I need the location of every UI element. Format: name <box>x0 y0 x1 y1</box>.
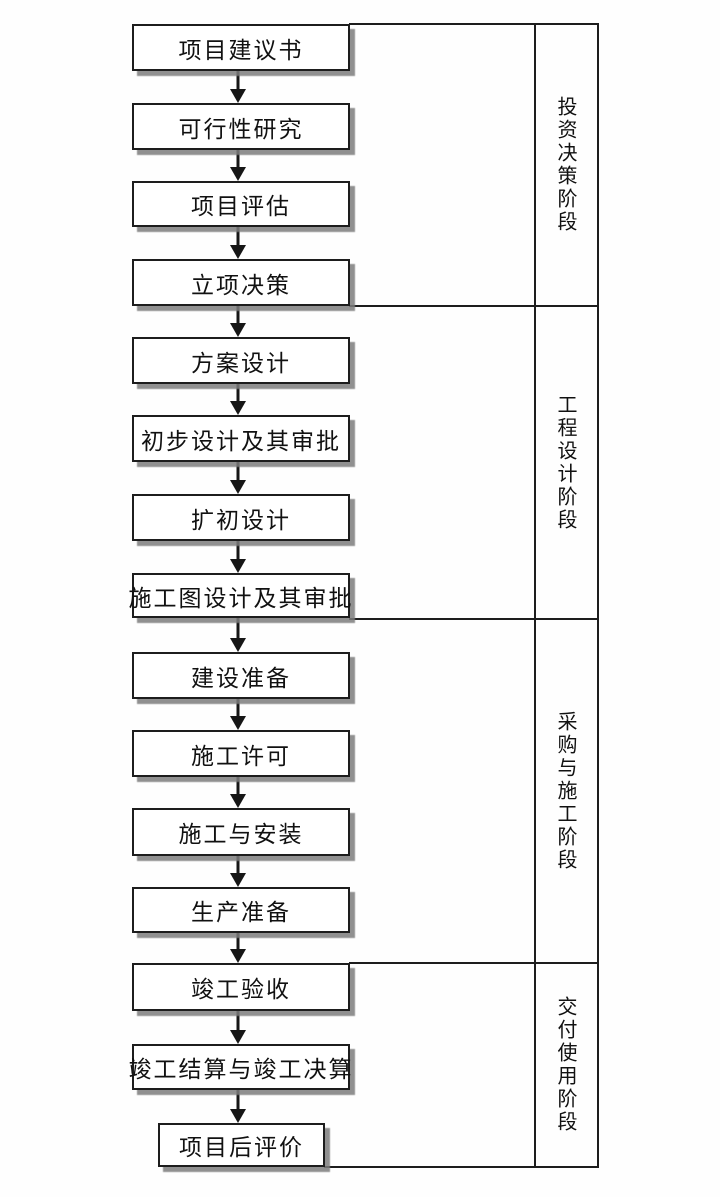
arrow-stem <box>236 382 240 403</box>
flow-arrow-down <box>228 1088 248 1123</box>
flow-step-label: 立项决策 <box>191 272 291 299</box>
phase-column <box>534 24 599 1167</box>
flow-step-label: 施工许可 <box>191 743 291 770</box>
phase-divider-line <box>349 618 599 620</box>
arrow-head-down-icon <box>230 949 246 963</box>
flow-step-box-13: 竣工验收 <box>132 963 350 1011</box>
flow-step-label: 项目建议书 <box>178 37 304 64</box>
flow-step-box-14: 竣工结算与竣工决算 <box>129 1044 352 1090</box>
arrow-stem <box>236 616 240 640</box>
arrow-stem <box>236 854 240 875</box>
flow-step-box-6: 初步设计及其审批 <box>132 415 350 462</box>
flow-step-label: 施工图设计及其审批 <box>128 585 354 612</box>
arrow-head-down-icon <box>230 794 246 808</box>
arrow-stem <box>236 697 240 718</box>
flow-arrow-down <box>228 616 248 652</box>
flow-arrow-down <box>228 225 248 259</box>
phase-label: 投资决策阶段 <box>554 96 578 234</box>
flow-step-box-1: 项目建议书 <box>132 24 350 71</box>
flow-arrow-down <box>228 304 248 337</box>
arrow-head-down-icon <box>230 559 246 573</box>
arrow-head-down-icon <box>230 401 246 415</box>
flow-step-box-7: 扩初设计 <box>132 494 350 541</box>
flow-step-label: 可行性研究 <box>178 116 304 143</box>
phase-region-2: 工程设计阶段 <box>534 306 599 619</box>
arrow-head-down-icon <box>230 1109 246 1123</box>
arrow-head-down-icon <box>230 323 246 337</box>
arrow-stem <box>236 148 240 169</box>
arrow-stem <box>236 775 240 796</box>
flow-step-box-2: 可行性研究 <box>132 103 350 150</box>
arrow-head-down-icon <box>230 167 246 181</box>
arrow-head-down-icon <box>230 716 246 730</box>
arrow-head-down-icon <box>230 89 246 103</box>
phase-divider-line <box>349 962 599 964</box>
flow-step-label: 施工与安装 <box>178 822 304 848</box>
arrow-head-down-icon <box>230 480 246 494</box>
arrow-head-down-icon <box>230 245 246 259</box>
flow-arrow-down <box>228 382 248 415</box>
flow-step-label: 生产准备 <box>191 900 291 926</box>
arrow-head-down-icon <box>230 638 246 652</box>
flow-step-box-4: 立项决策 <box>132 259 350 306</box>
arrow-stem <box>236 69 240 91</box>
flow-step-label: 方案设计 <box>191 350 291 377</box>
flow-arrow-down <box>228 539 248 573</box>
flow-arrow-down <box>228 931 248 963</box>
phase-label: 采购与施工阶段 <box>554 710 578 872</box>
flow-arrow-down <box>228 460 248 494</box>
arrow-stem <box>236 931 240 951</box>
phase-region-4: 交付使用阶段 <box>534 963 599 1167</box>
flow-step-label: 竣工验收 <box>191 977 291 1003</box>
flow-step-box-10: 施工许可 <box>132 730 350 777</box>
arrow-stem <box>236 304 240 325</box>
flow-step-box-15: 项目后评价 <box>158 1123 325 1167</box>
phase-region-1: 投资决策阶段 <box>534 24 599 306</box>
flow-step-box-3: 项目评估 <box>132 181 350 227</box>
flow-arrow-down <box>228 697 248 730</box>
phase-divider-line <box>349 23 599 25</box>
arrow-stem <box>236 225 240 247</box>
flow-step-box-12: 生产准备 <box>132 887 350 933</box>
flow-step-box-8: 施工图设计及其审批 <box>129 573 352 618</box>
arrow-stem <box>236 460 240 482</box>
flow-arrow-down <box>228 854 248 887</box>
phase-divider-line <box>324 1166 599 1168</box>
flow-arrow-down <box>228 148 248 181</box>
arrow-stem <box>236 1088 240 1111</box>
phase-region-3: 采购与施工阶段 <box>534 619 599 963</box>
flow-step-label: 项目后评价 <box>179 1135 304 1161</box>
flow-step-box-11: 施工与安装 <box>132 808 350 856</box>
flow-step-box-9: 建设准备 <box>132 652 350 699</box>
arrow-stem <box>236 539 240 561</box>
phase-divider-line <box>349 305 599 307</box>
flow-step-label: 项目评估 <box>191 194 291 220</box>
flow-step-label: 初步设计及其审批 <box>141 428 341 455</box>
flow-step-label: 扩初设计 <box>191 507 291 534</box>
arrow-head-down-icon <box>230 873 246 887</box>
flow-arrow-down <box>228 69 248 103</box>
phase-label: 工程设计阶段 <box>554 393 578 532</box>
phase-label: 交付使用阶段 <box>554 996 578 1134</box>
flow-step-box-5: 方案设计 <box>132 337 350 384</box>
flow-step-label: 建设准备 <box>191 665 291 692</box>
arrow-head-down-icon <box>230 1030 246 1044</box>
flow-arrow-down <box>228 1009 248 1044</box>
flow-arrow-down <box>228 775 248 808</box>
flow-step-label: 竣工结算与竣工决算 <box>128 1057 354 1083</box>
arrow-stem <box>236 1009 240 1032</box>
